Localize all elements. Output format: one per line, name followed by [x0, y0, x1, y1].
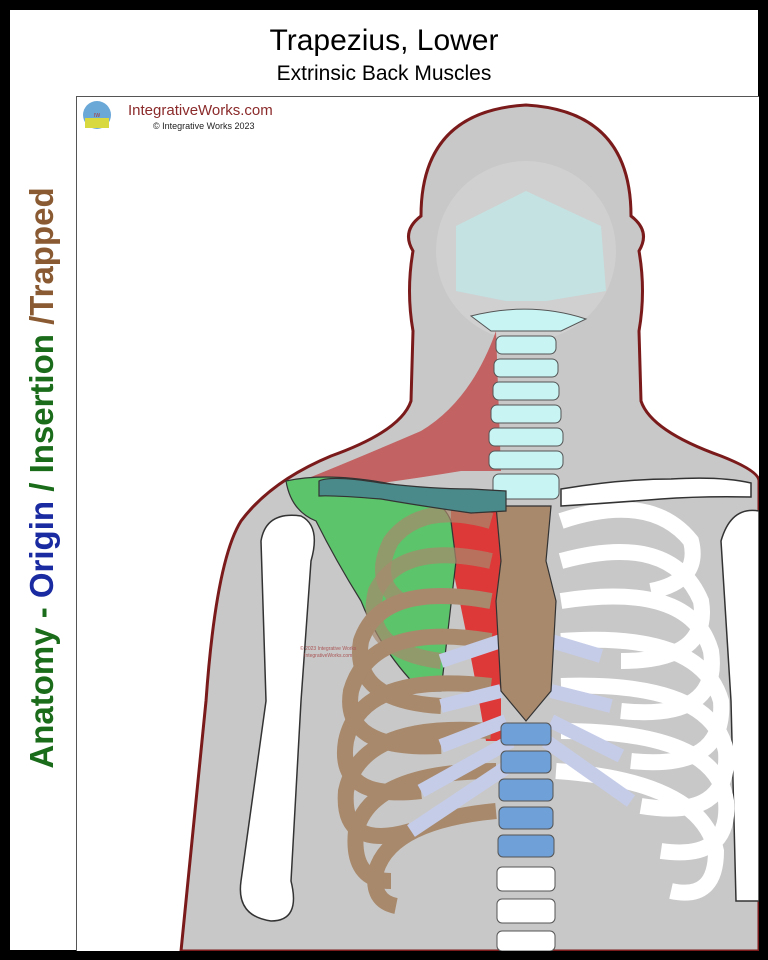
ribs-right: [555, 501, 735, 901]
costal-cartilage-right: [541, 634, 636, 807]
svg-text:IW: IW: [94, 113, 100, 119]
watermark-line2: IntegrativeWorks.com: [304, 653, 353, 659]
brand-name[interactable]: IntegrativeWorks.com: [128, 102, 273, 119]
illustration-panel: [76, 96, 759, 951]
page-subtitle: Extrinsic Back Muscles: [276, 62, 492, 85]
humerus-left: [239, 514, 316, 922]
trapezius-muscle: [301, 331, 501, 491]
humerus-right: [720, 509, 759, 902]
clavicle-insertion: [318, 477, 507, 514]
clavicle-right: [560, 477, 752, 507]
page-title: Trapezius, Lower: [269, 24, 499, 57]
costal-cartilage-left: [407, 634, 520, 837]
lumbar-spine: [496, 866, 556, 951]
watermark-line1: © 2023 Integrative Works: [300, 646, 357, 652]
legend-origin: Origin: [23, 500, 60, 599]
sternum: [495, 505, 557, 722]
anatomy-illustration: [179, 103, 759, 951]
cervical-spine: [469, 308, 588, 500]
legend-sep: /: [23, 473, 60, 501]
legend-insertion: Insertion: [23, 334, 60, 474]
thoracic-spine: [497, 722, 555, 858]
face-overlay: [456, 191, 606, 301]
legend-trapped: /Trapped: [23, 187, 60, 335]
brand-copyright: © Integrative Works 2023: [153, 121, 255, 131]
brand-logo: IW: [83, 101, 111, 129]
legend-anatomy: Anatomy -: [23, 598, 60, 769]
side-legend: Anatomy - Origin / Insertion /Trapped: [23, 187, 61, 768]
